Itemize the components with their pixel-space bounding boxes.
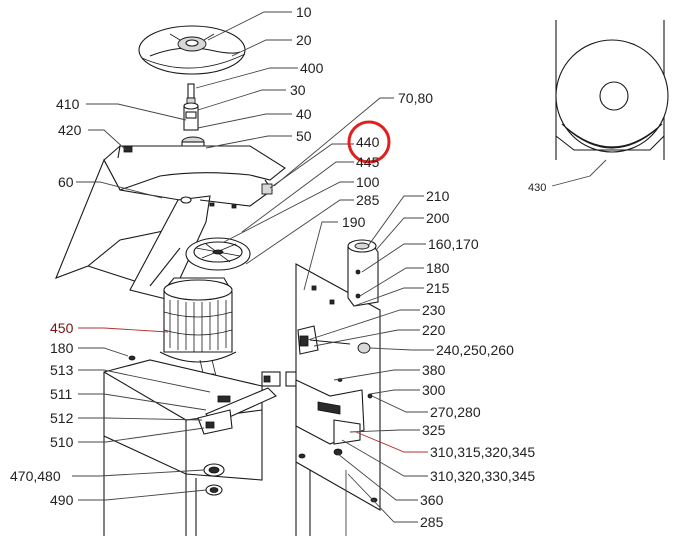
label-200: 200 xyxy=(426,210,450,226)
label-70-80: 70,80 xyxy=(398,90,433,106)
label-410: 410 xyxy=(56,96,80,112)
label-325: 325 xyxy=(422,422,446,438)
label-510: 510 xyxy=(50,434,74,450)
label-400: 400 xyxy=(300,60,324,76)
label-420: 420 xyxy=(58,122,82,138)
label-310-320: 310,320,330,345 xyxy=(430,468,535,484)
label-220: 220 xyxy=(422,322,446,338)
label-511: 511 xyxy=(50,386,73,402)
label-512: 512 xyxy=(50,410,74,426)
hopper-housing xyxy=(55,145,286,301)
label-470-480: 470,480 xyxy=(10,468,61,484)
label-160-170: 160,170 xyxy=(428,236,479,252)
left-base-panel xyxy=(103,355,263,536)
label-180-right: 180 xyxy=(426,260,450,276)
label-430: 430 xyxy=(528,182,546,194)
label-215: 215 xyxy=(426,280,450,296)
label-440: 440 xyxy=(356,134,380,150)
label-310-315: 310,315,320,345 xyxy=(430,444,535,460)
column-housing xyxy=(347,239,379,307)
slicing-disc xyxy=(138,25,246,75)
label-20: 20 xyxy=(296,32,312,48)
linkage-assembly xyxy=(197,371,299,435)
label-60: 60 xyxy=(58,174,74,190)
label-240-250-260: 240,250,260 xyxy=(436,342,514,358)
part-labels: 10 20 400 30 40 50 410 420 60 70,80 440 … xyxy=(10,4,546,530)
label-50: 50 xyxy=(296,128,312,144)
label-450: 450 xyxy=(50,320,74,336)
label-285-bottom: 285 xyxy=(420,514,444,530)
label-180-left: 180 xyxy=(50,340,74,356)
label-30: 30 xyxy=(290,82,306,98)
inset-view xyxy=(555,20,669,160)
label-300: 300 xyxy=(422,382,446,398)
label-445: 445 xyxy=(356,154,380,170)
label-270-280: 270,280 xyxy=(430,404,481,420)
label-40: 40 xyxy=(296,106,312,122)
label-285-top: 285 xyxy=(356,192,380,208)
leader-lines xyxy=(72,11,607,536)
right-vertical-panel xyxy=(295,263,381,536)
label-210: 210 xyxy=(426,188,450,204)
label-10: 10 xyxy=(296,4,312,20)
label-100: 100 xyxy=(356,174,380,190)
rotor-wheel xyxy=(185,237,251,271)
label-360: 360 xyxy=(420,492,444,508)
motor xyxy=(159,277,237,387)
label-490: 490 xyxy=(50,492,74,508)
label-380: 380 xyxy=(422,362,446,378)
label-513: 513 xyxy=(50,362,74,378)
feet xyxy=(203,463,225,496)
label-190: 190 xyxy=(342,214,366,230)
label-230: 230 xyxy=(422,302,446,318)
highlight-ring xyxy=(347,120,391,164)
